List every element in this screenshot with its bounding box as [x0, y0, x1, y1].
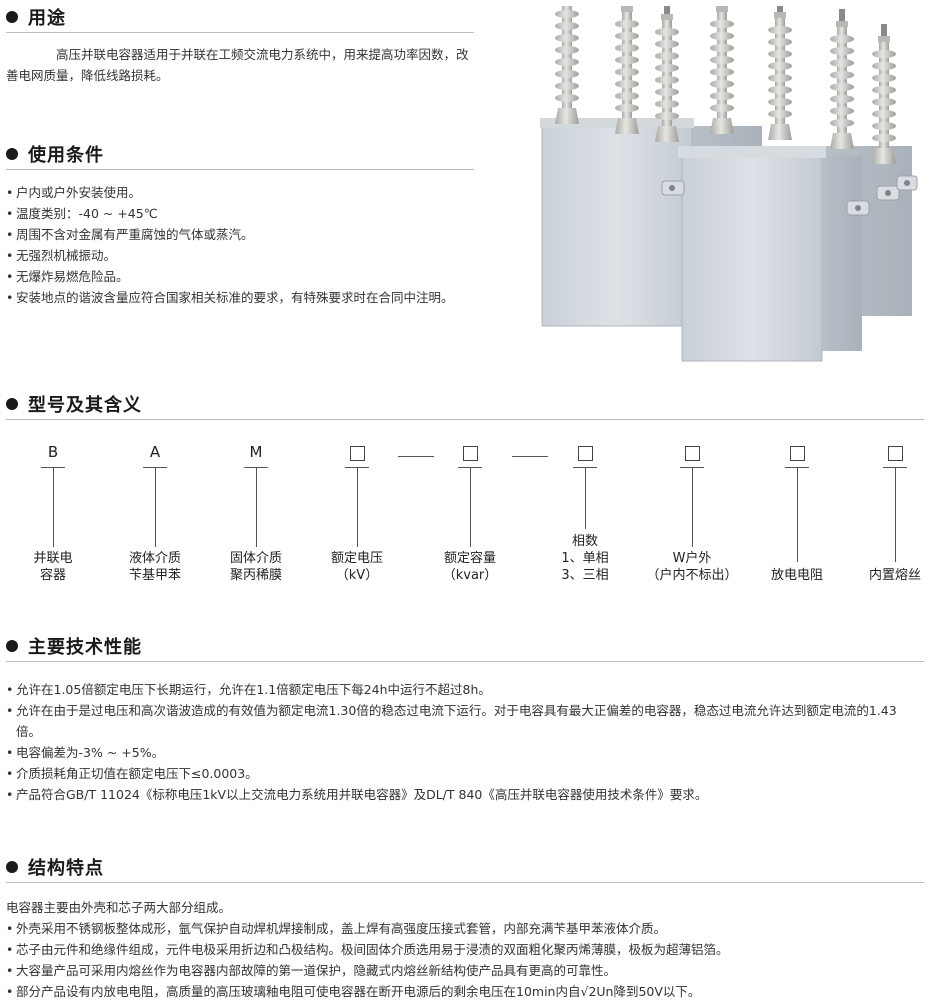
list-item: 无强烈机械振动。: [4, 245, 474, 266]
structure-title: 结构特点: [28, 858, 104, 879]
conditions-section: 使用条件 户内或户外安装使用。 温度类别：-40 ~ +45℃ 周围不含对金属有…: [0, 139, 480, 308]
conditions-list: 户内或户外安装使用。 温度类别：-40 ~ +45℃ 周围不含对金属有严重腐蚀的…: [4, 182, 474, 308]
model-label-liquid: 液体介质 苄基甲苯: [128, 551, 181, 583]
performance-title: 主要技术性能: [28, 637, 142, 658]
list-item: 介质损耗角正切值在额定电压下≤0.0003。: [4, 763, 919, 784]
usage-rule: [6, 32, 474, 33]
usage-text: 高压并联电容器适用于并联在工频交流电力系统中，用来提高功率因数，改善电网质量，降…: [6, 47, 469, 83]
structure-rule: [6, 882, 924, 883]
performance-header: 主要技术性能: [0, 631, 950, 661]
model-label-phase: 相数 1、单相 3、三相: [561, 534, 609, 583]
structure-section: 结构特点 电容器主要由外壳和芯子两大部分组成。 外壳采用不锈钢板整体成形，氩气保…: [0, 852, 950, 1002]
usage-section: 用途 高压并联电容器适用于并联在工频交流电力系统中，用来提高功率因数，改善电网质…: [0, 2, 480, 86]
performance-section: 主要技术性能 允许在1.05倍额定电压下长期运行，允许在1.1倍额定电压下每24…: [0, 631, 950, 805]
model-line: [53, 467, 54, 547]
model-line: [256, 467, 257, 547]
capacitor-product-image: [540, 6, 918, 362]
list-item: 产品符合GB/T 11024《标称电压1kV以上交流电力系统用并联电容器》及DL…: [4, 784, 919, 805]
usage-title: 用途: [28, 8, 66, 29]
model-label-fuse: 内置熔丝: [868, 568, 921, 583]
model-box-resistor: [790, 446, 805, 461]
list-item: 安装地点的谐波含量应符合国家相关标准的要求，有特殊要求时在合同中注明。: [4, 287, 474, 308]
performance-list: 允许在1.05倍额定电压下长期运行，允许在1.1倍额定电压下每24h中运行不超过…: [4, 679, 919, 805]
model-line: [357, 467, 358, 547]
model-box-voltage: [350, 446, 365, 461]
list-item: 电容偏差为-3% ~ +5%。: [4, 742, 919, 763]
model-line: [692, 467, 693, 547]
model-label-outdoor: W户外 （户内不标出）: [646, 551, 738, 583]
model-code-a: A: [149, 443, 161, 461]
model-line: [155, 467, 156, 547]
model-rule: [6, 419, 924, 420]
performance-rule: [6, 661, 924, 662]
structure-list: 外壳采用不锈钢板整体成形，氩气保护自动焊机焊接制成，盖上焊有高强度压接式套管，内…: [4, 918, 934, 1002]
bullet-dot-icon: [6, 640, 18, 652]
list-item: 允许在由于是过电压和高次谐波造成的有效值为额定电流1.30倍的稳态过电流下运行。…: [4, 700, 919, 742]
model-title: 型号及其含义: [28, 395, 142, 416]
model-label-solid: 固体介质 聚丙稀膜: [229, 551, 282, 583]
model-box-fuse: [888, 446, 903, 461]
model-box-phase: [578, 446, 593, 461]
structure-header: 结构特点: [0, 852, 950, 882]
model-box-capacity: [463, 446, 478, 461]
model-label-voltage: 额定电压 （kV）: [330, 551, 383, 583]
model-dash: [512, 456, 548, 457]
list-item: 大容量产品可采用内熔丝作为电容器内部故障的第一道保护，隐藏式内熔丝新结构使产品具…: [4, 960, 934, 981]
model-line: [895, 467, 896, 562]
model-code-m: M: [249, 443, 263, 461]
list-item: 芯子由元件和绝缘件组成，元件电极采用折边和凸极结构。极间固体介质选用易于浸渍的双…: [4, 939, 934, 960]
conditions-rule: [6, 169, 474, 170]
model-label-parallel: 并联电 容器: [33, 551, 73, 583]
model-header: 型号及其含义: [0, 389, 950, 419]
model-section: 型号及其含义: [0, 389, 950, 420]
bullet-dot-icon: [6, 398, 18, 410]
usage-header: 用途: [0, 2, 480, 32]
list-item: 户内或户外安装使用。: [4, 182, 474, 203]
list-item: 允许在1.05倍额定电压下长期运行，允许在1.1倍额定电压下每24h中运行不超过…: [4, 679, 919, 700]
model-label-capacity: 额定容量 （kvar）: [442, 551, 498, 583]
list-item: 外壳采用不锈钢板整体成形，氩气保护自动焊机焊接制成，盖上焊有高强度压接式套管，内…: [4, 918, 934, 939]
model-line: [797, 467, 798, 562]
model-line: [470, 467, 471, 547]
model-label-resistor: 放电电阻: [770, 568, 823, 583]
model-dash: [398, 456, 434, 457]
model-line: [585, 467, 586, 529]
list-item: 部分产品设有内放电电阻，高质量的高压玻璃釉电阻可使电容器在断开电源后的剩余电压在…: [4, 981, 934, 1002]
conditions-header: 使用条件: [0, 139, 480, 169]
structure-intro: 电容器主要由外壳和芯子两大部分组成。: [6, 900, 232, 915]
bullet-dot-icon: [6, 148, 18, 160]
model-code-b: B: [47, 443, 59, 461]
conditions-title: 使用条件: [28, 145, 104, 166]
bullet-dot-icon: [6, 861, 18, 873]
list-item: 温度类别：-40 ~ +45℃: [4, 203, 474, 224]
model-box-outdoor: [685, 446, 700, 461]
list-item: 周围不含对金属有严重腐蚀的气体或蒸汽。: [4, 224, 474, 245]
bullet-dot-icon: [6, 11, 18, 23]
list-item: 无爆炸易燃危险品。: [4, 266, 474, 287]
